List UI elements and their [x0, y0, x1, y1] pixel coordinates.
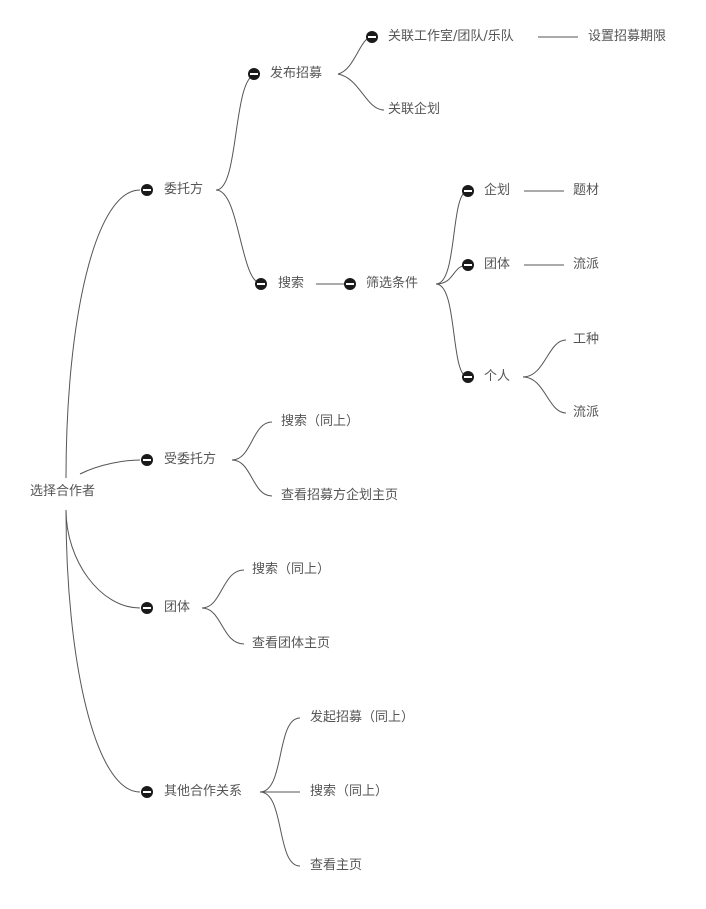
node-publish-recruit[interactable]: 发布招募 — [270, 66, 323, 81]
connector-shouweituofang-view — [231, 459, 273, 497]
node-other-view[interactable]: 查看主页 — [310, 858, 363, 873]
connector-filter-plan — [435, 190, 469, 285]
node-theme[interactable]: 题材 — [573, 183, 600, 198]
collapse-publish-icon[interactable] — [248, 68, 260, 80]
connector-publish-studio — [337, 36, 373, 75]
connector-other-recruit — [259, 717, 301, 793]
node-search[interactable]: 搜索 — [278, 276, 305, 291]
connector-publish-plan — [337, 73, 385, 111]
collapse-search-icon[interactable] — [255, 278, 267, 290]
connector-weituofang-search — [215, 189, 263, 285]
node-link-plan[interactable]: 关联企划 — [388, 102, 441, 117]
connector-filter-person — [435, 283, 469, 378]
node-group-style[interactable]: 流派 — [573, 257, 600, 272]
collapse-plan-icon[interactable] — [462, 185, 474, 197]
node-filter-conditions[interactable]: 筛选条件 — [366, 276, 419, 291]
node-shouweituofang-search[interactable]: 搜索（同上） — [281, 414, 360, 429]
node-link-studio[interactable]: 关联工作室/团队/乐队 — [388, 29, 514, 44]
node-filter-group[interactable]: 团体 — [484, 257, 511, 272]
connector-root-tuanti — [65, 509, 141, 609]
node-trade[interactable]: 工种 — [573, 332, 600, 347]
node-recruit-period[interactable]: 设置招募期限 — [588, 29, 667, 44]
node-tuanti-search[interactable]: 搜索（同上） — [252, 562, 331, 577]
root-node[interactable]: 选择合作者 — [30, 484, 96, 499]
connector-tuanti-view — [201, 607, 245, 645]
connector-shouweituofang-search — [231, 421, 273, 461]
collapse-shouweituofang-icon[interactable] — [141, 454, 153, 466]
collapse-group-icon[interactable] — [462, 259, 474, 271]
collapse-filter-icon[interactable] — [344, 278, 356, 290]
node-filter-person[interactable]: 个人 — [484, 369, 511, 384]
collapse-studio-icon[interactable] — [366, 31, 378, 43]
collapse-weituofang-icon[interactable] — [141, 184, 153, 196]
connector-other-view — [259, 791, 301, 867]
node-other-search[interactable]: 搜索（同上） — [310, 784, 389, 799]
node-tuanti-view[interactable]: 查看团体主页 — [252, 636, 331, 651]
node-other-relations[interactable]: 其他合作关系 — [164, 784, 243, 799]
connector-person-style — [522, 376, 567, 414]
node-tuanti[interactable]: 团体 — [164, 600, 191, 615]
connector-root-other — [65, 509, 141, 793]
connector-tuanti-search — [201, 569, 245, 609]
collapse-other-icon[interactable] — [141, 786, 153, 798]
connector-root-weituofang — [65, 189, 141, 479]
node-weituofang[interactable]: 委托方 — [164, 182, 204, 197]
node-filter-plan[interactable]: 企划 — [484, 183, 511, 198]
collapse-person-icon[interactable] — [462, 371, 474, 383]
node-other-recruit[interactable]: 发起招募（同上） — [310, 710, 415, 725]
connector-weituofang-publish — [215, 73, 258, 191]
node-shouweituofang-view[interactable]: 查看招募方企划主页 — [281, 488, 399, 503]
collapse-tuanti-icon[interactable] — [141, 602, 153, 614]
connector-person-trade — [522, 339, 567, 378]
node-person-style[interactable]: 流派 — [573, 405, 600, 420]
connector-root-shouweituofang — [79, 459, 141, 475]
node-shouweituofang[interactable]: 受委托方 — [164, 452, 217, 467]
